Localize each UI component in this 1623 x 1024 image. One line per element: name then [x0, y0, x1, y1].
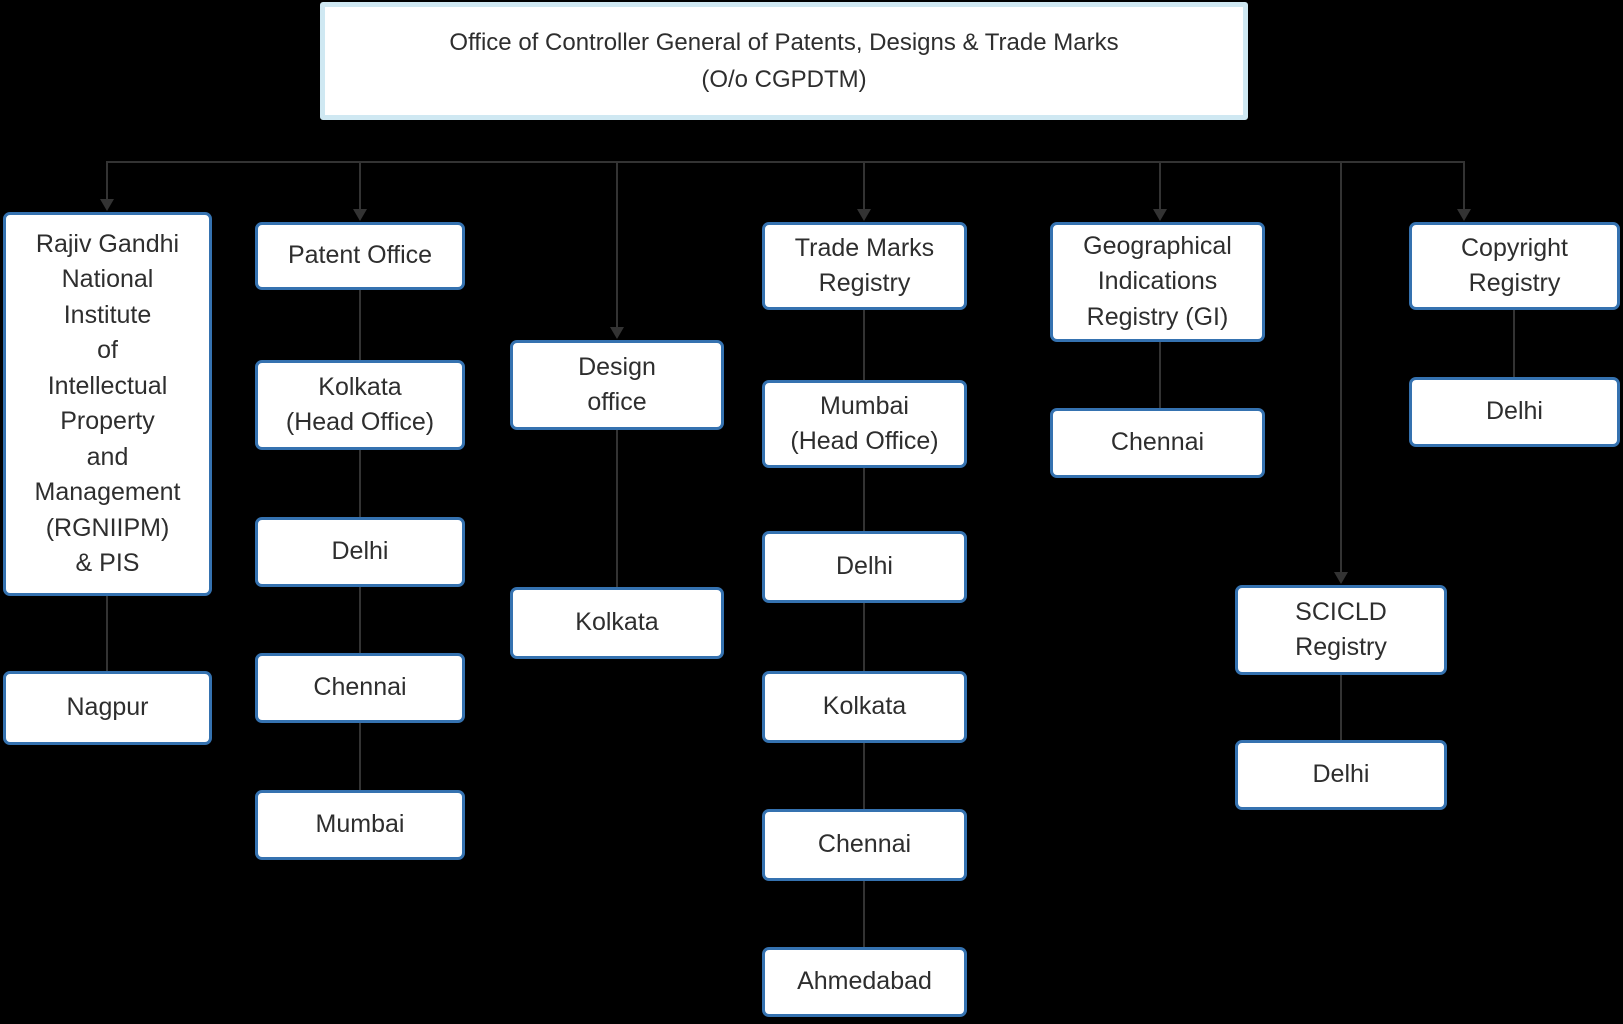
arrowhead-rgniipm — [100, 199, 114, 211]
node-tm-delhi: Delhi — [762, 531, 967, 603]
connector-rail — [107, 161, 1465, 163]
node-cgpdtm: Office of Controller General of Patents,… — [320, 2, 1248, 120]
node-patent-delhi: Delhi — [255, 517, 465, 587]
connector-gi-1 — [1159, 342, 1161, 408]
arrowhead-copyright — [1457, 209, 1471, 221]
connector-riser-scicld — [1340, 161, 1342, 573]
node-tm-chennai: Chennai — [762, 809, 967, 881]
connector-riser-rgniipm — [106, 161, 108, 200]
connector-tm-5 — [863, 881, 865, 947]
connector-patent-4 — [359, 723, 361, 790]
arrowhead-patent — [353, 209, 367, 221]
connector-riser-patent — [359, 161, 361, 210]
node-tm-mumbai-ho: Mumbai (Head Office) — [762, 380, 967, 468]
node-scicld-registry: SCICLD Registry — [1235, 585, 1447, 675]
node-design-kolkata: Kolkata — [510, 587, 724, 659]
node-tm-ahmedabad: Ahmedabad — [762, 947, 967, 1017]
connector-copyright-1 — [1513, 310, 1515, 377]
connector-tm-4 — [863, 743, 865, 809]
connector-patent-1 — [359, 290, 361, 360]
connector-scicld-1 — [1340, 675, 1342, 740]
connector-riser-trademarks — [863, 161, 865, 210]
node-scicld-delhi: Delhi — [1235, 740, 1447, 810]
connector-tm-2 — [863, 468, 865, 531]
node-patent-kolkata-ho: Kolkata (Head Office) — [255, 360, 465, 450]
arrowhead-design — [610, 327, 624, 339]
arrowhead-scicld — [1334, 572, 1348, 584]
arrowhead-gi — [1153, 209, 1167, 221]
node-rgniipm-nagpur: Nagpur — [3, 671, 212, 745]
node-tm-kolkata: Kolkata — [762, 671, 967, 743]
connector-patent-3 — [359, 587, 361, 653]
connector-riser-copyright — [1463, 161, 1465, 210]
node-rgniipm: Rajiv Gandhi National Institute of Intel… — [3, 212, 212, 596]
node-patent-office: Patent Office — [255, 222, 465, 290]
node-copyright-registry: Copyright Registry — [1409, 222, 1620, 310]
connector-design-1 — [616, 430, 618, 587]
arrowhead-trademarks — [857, 209, 871, 221]
connector-rgniipm-nagpur — [106, 596, 108, 671]
node-patent-chennai: Chennai — [255, 653, 465, 723]
connector-tm-1 — [863, 310, 865, 380]
node-design-office: Design office — [510, 340, 724, 430]
node-gi-registry: Geographical Indications Registry (GI) — [1050, 222, 1265, 342]
connector-riser-gi — [1159, 161, 1161, 210]
connector-riser-design — [616, 161, 618, 328]
node-gi-chennai: Chennai — [1050, 408, 1265, 478]
node-tm-registry: Trade Marks Registry — [762, 222, 967, 310]
node-patent-mumbai: Mumbai — [255, 790, 465, 860]
node-copyright-delhi: Delhi — [1409, 377, 1620, 447]
connector-patent-2 — [359, 450, 361, 517]
connector-tm-3 — [863, 603, 865, 671]
